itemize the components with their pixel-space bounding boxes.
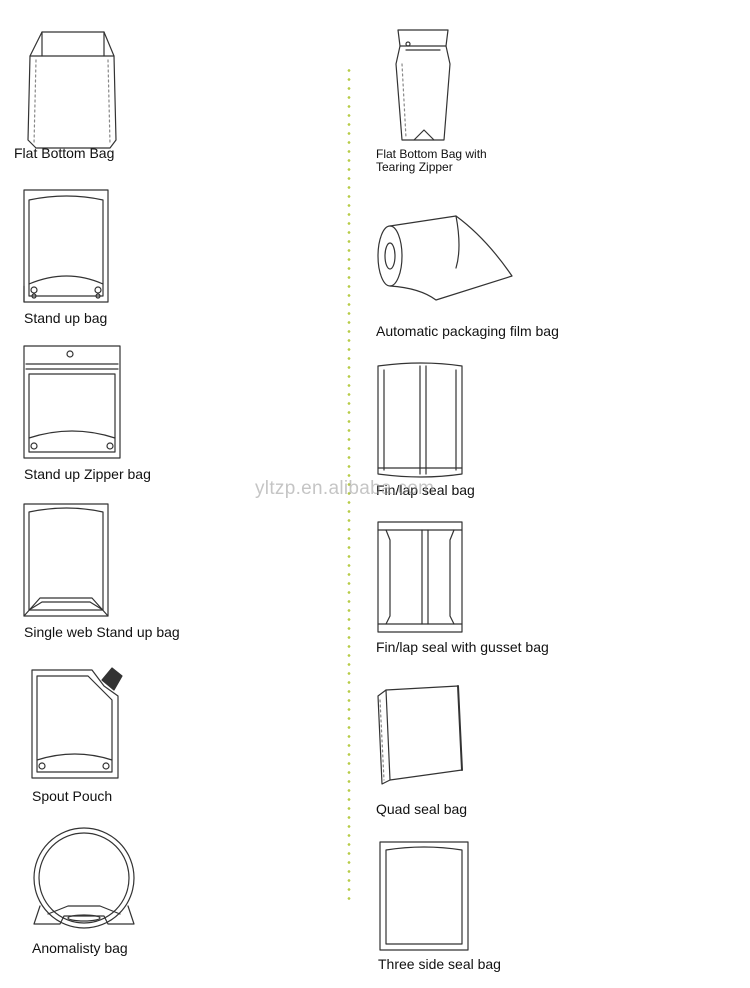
three-side-seal-bag-item: Three side seal bag — [378, 838, 558, 988]
single-web-stand-up-bag-label: Single web Stand up bag — [24, 624, 180, 640]
film-roll-label: Automatic packaging film bag — [376, 323, 559, 339]
stand-up-bag-icon — [23, 189, 109, 303]
gusset-bag-item: Fin/lap seal with gusset bag — [376, 516, 596, 666]
gusset-bag-icon — [377, 521, 463, 633]
quad-seal-bag-label: Quad seal bag — [376, 801, 468, 817]
stand-up-zipper-bag-item: Stand up Zipper bag — [22, 342, 192, 492]
spout-pouch-item: Spout Pouch — [30, 662, 150, 812]
spout-pouch-icon — [31, 667, 123, 779]
watermark: yltzp.en.alibaba.com — [255, 478, 435, 499]
film-roll-icon — [377, 215, 513, 301]
flat-bottom-bag-label: Flat Bottom Bag — [14, 145, 115, 161]
stand-up-bag-item: Stand up bag — [22, 186, 142, 336]
flat-bottom-bag-icon — [27, 31, 117, 149]
stand-up-zipper-bag-icon — [23, 345, 121, 459]
stand-up-zipper-bag-label: Stand up Zipper bag — [24, 466, 151, 482]
anomalisty-bag-item: Anomalisty bag — [30, 824, 160, 974]
spout-pouch-label: Spout Pouch — [32, 788, 113, 804]
gusset-bag-label: Fin/lap seal with gusset bag — [376, 639, 549, 655]
stand-up-bag-label: Stand up bag — [24, 310, 108, 326]
flat-bottom-zipper-bag-icon — [395, 29, 451, 141]
flat-bottom-bag-item: Flat Bottom Bag — [14, 20, 134, 180]
quad-seal-bag-icon — [377, 685, 463, 785]
flat-bottom-zipper-bag-label-2: Tearing Zipper — [376, 160, 453, 174]
anomalisty-bag-label: Anomalisty bag — [32, 940, 128, 956]
fin-lap-seal-bag-item: Fin/lap seal bag — [376, 358, 576, 508]
quad-seal-bag-item: Quad seal bag — [376, 680, 556, 830]
single-web-stand-up-bag-icon — [23, 503, 109, 617]
three-side-seal-bag-label: Three side seal bag — [378, 956, 501, 972]
flat-bottom-zipper-bag-item: Flat Bottom Bag with Tearing Zipper — [376, 24, 526, 184]
single-web-stand-up-bag-item: Single web Stand up bag — [22, 500, 222, 650]
flat-bottom-zipper-bag-label-1: Flat Bottom Bag with — [376, 147, 487, 161]
column-divider — [347, 66, 351, 906]
three-side-seal-bag-icon — [379, 841, 469, 951]
fin-lap-seal-bag-icon — [377, 362, 463, 478]
fin-lap-seal-bag-label: Fin/lap seal bag — [376, 482, 475, 498]
anomalisty-bag-icon — [33, 827, 135, 929]
film-roll-item: Automatic packaging film bag — [376, 208, 596, 348]
